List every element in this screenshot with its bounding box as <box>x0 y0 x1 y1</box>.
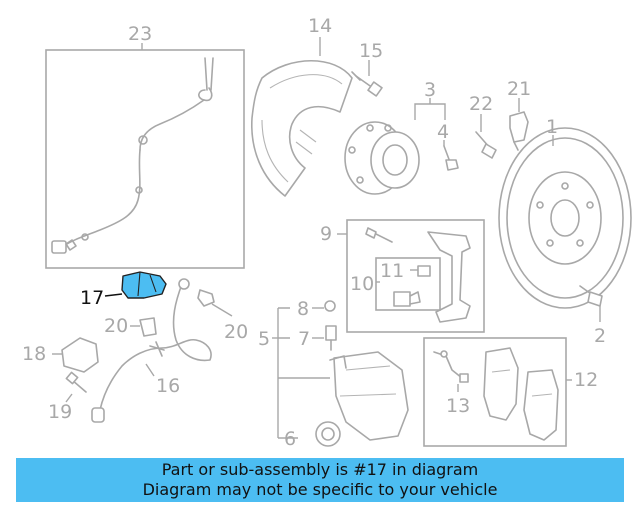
label-3: 3 <box>424 79 436 101</box>
label-8: 8 <box>297 298 309 320</box>
label-6: 6 <box>284 428 296 450</box>
part-21-bracket <box>509 111 529 151</box>
brake-pad-kit-box <box>423 337 567 447</box>
part-4-bolt <box>443 145 459 171</box>
part-1-brake-rotor <box>498 127 632 309</box>
part-14-brake-dust-shield <box>251 60 353 197</box>
label-2: 2 <box>594 325 606 347</box>
label-13: 13 <box>446 395 470 417</box>
part-20-clip-b <box>197 289 215 307</box>
label-14: 14 <box>308 15 332 37</box>
part-23-wheel-speed-sensor-wire <box>45 49 245 269</box>
part-18-hose-bracket <box>61 337 99 373</box>
label-7: 7 <box>298 328 310 350</box>
part-7-bleeder-screw <box>325 325 337 351</box>
caliper-carrier-kit-box <box>346 219 485 333</box>
part-15-bolt <box>351 71 383 97</box>
banner-line-1: Part or sub-assembly is #17 in diagram <box>161 460 479 479</box>
label-19: 19 <box>48 401 72 423</box>
label-17: 17 <box>80 287 104 309</box>
label-10: 10 <box>350 273 374 295</box>
label-21: 21 <box>507 78 531 100</box>
banner-line-2: Diagram may not be specific to your vehi… <box>142 480 498 499</box>
label-12: 12 <box>574 369 598 391</box>
label-1: 1 <box>546 116 558 138</box>
part-3-wheel-hub <box>344 121 420 195</box>
part-9-caliper-carrier <box>365 227 471 323</box>
label-23: 23 <box>128 23 152 45</box>
label-15: 15 <box>359 40 383 62</box>
label-4: 4 <box>437 121 449 143</box>
part-16-brake-hose <box>91 278 212 423</box>
label-9: 9 <box>320 223 332 245</box>
label-22: 22 <box>469 93 493 115</box>
part-17-bracket-highlighted <box>121 271 167 299</box>
part-6-piston-seal <box>315 421 341 447</box>
label-20-a: 20 <box>104 315 128 337</box>
label-18: 18 <box>22 343 46 365</box>
part-11-guide-pin <box>393 265 431 307</box>
info-banner: Part or sub-assembly is #17 in diagram D… <box>16 458 624 502</box>
label-11: 11 <box>380 260 404 282</box>
leader-17 <box>104 293 123 297</box>
part-19-bolt <box>65 371 87 393</box>
part-13-wear-sensor <box>433 350 469 383</box>
label-16: 16 <box>156 375 180 397</box>
part-22-screw <box>475 131 497 159</box>
part-5-brake-caliper <box>329 351 409 441</box>
part-20-clip-a <box>139 317 157 337</box>
part-12-brake-pads <box>483 347 559 441</box>
label-5: 5 <box>258 328 270 350</box>
label-20-b: 20 <box>224 321 248 343</box>
part-8-cap <box>324 300 336 312</box>
